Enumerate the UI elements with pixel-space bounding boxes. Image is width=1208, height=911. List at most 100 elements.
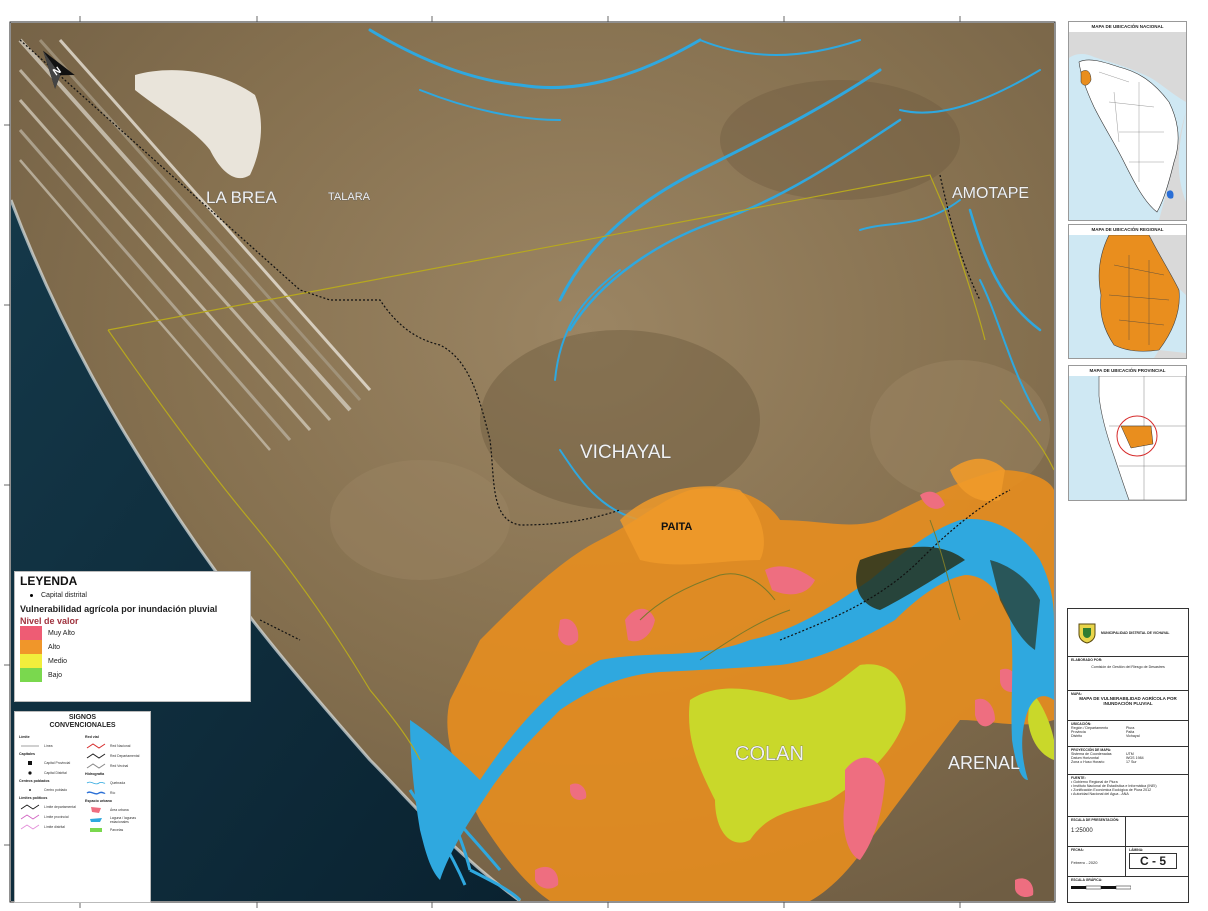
map-area[interactable]: N LA BREA TALARA AMOTAPE VICHAYAL PAITA … — [11, 23, 1054, 901]
fecha-lamina-row: FECHA: Febrero - 2020 LÁMINA: C - 5 — [1068, 847, 1188, 877]
grid-ticks — [4, 16, 961, 908]
titleblock-row-key: Provincia — [1071, 730, 1086, 734]
municipal-shield-icon — [1078, 623, 1096, 644]
titleblock-row-key: Sistema de Coordenadas — [1071, 752, 1112, 756]
fecha-label: FECHA: — [1071, 848, 1084, 852]
proyeccion-section: PROYECCIÓN DE MAPA: Sistema de Coordenad… — [1068, 747, 1188, 775]
legend-level-row: Alto — [20, 640, 245, 654]
roads — [19, 39, 1011, 641]
place-colan: COLAN — [735, 743, 804, 765]
titleblock-row-key: Región / Departamento — [1071, 726, 1109, 730]
legend-level-label: Bajo — [48, 671, 63, 679]
signs-item: Red Nacional — [85, 741, 149, 751]
fuente-rows: • Gobierno Regional de Piura• Instituto … — [1071, 780, 1185, 796]
mapa-title: MAPA DE VULNERABILIDAD AGRÍCOLA POR INUN… — [1079, 696, 1177, 706]
lamina-box: C - 5 — [1129, 853, 1177, 869]
place-vichayal: VICHAYAL — [580, 442, 671, 463]
legend-capital-label: Capital distrital — [41, 591, 87, 599]
inset-provincial-map — [1069, 375, 1187, 501]
elaborado-section: ELABORADO POR: Comisión de Gestión del R… — [1068, 657, 1188, 691]
notes-cell — [1126, 817, 1188, 846]
sign-symbol-icon — [85, 779, 107, 787]
inset-nacional: MAPA DE UBICACIÓN NACIONAL — [1068, 21, 1187, 221]
legend-level-row: Muy Alto — [20, 626, 245, 640]
fecha-cell: FECHA: Febrero - 2020 — [1068, 847, 1126, 876]
ubicacion-label: UBICACIÓN: — [1071, 722, 1092, 726]
titleblock-row-key: Datum Horizontal — [1071, 756, 1099, 760]
legend-capital-row: Capital distrital — [20, 588, 245, 602]
titleblock-row-key: Distrito — [1071, 734, 1083, 738]
inset-nacional-map — [1069, 32, 1186, 220]
escala-value: 1:25000 — [1071, 828, 1093, 834]
sign-symbol-icon — [85, 752, 107, 760]
signs-group-title: Centros poblados — [19, 779, 50, 783]
legend-level-row: Medio — [20, 654, 245, 668]
legend-level-label: Muy Alto — [48, 629, 75, 637]
fuente-section: FUENTE: • Gobierno Regional de Piura• In… — [1068, 775, 1188, 817]
escala-grafica-label: ESCALA GRÁFICA: — [1071, 878, 1103, 882]
signs-item: Línea — [19, 741, 83, 751]
signs-item: Red Vecinal — [85, 761, 149, 771]
legend-title: LEYENDA — [20, 574, 78, 588]
signs-item-label: Red Departamental — [110, 754, 140, 758]
lamina-cell: LÁMINA: C - 5 — [1126, 847, 1188, 876]
signs-item: Límite departamental — [19, 802, 83, 812]
signs-item-label: Laguna / lagunas estacionales — [110, 816, 137, 824]
fuente-item: • Gobierno Regional de Piura — [1071, 780, 1118, 784]
north-arrow-icon: N — [43, 50, 75, 89]
coastal-ridges — [18, 38, 372, 451]
inset-regional-title: MAPA DE UBICACIÓN REGIONAL — [1091, 227, 1164, 232]
inset-nacional-title: MAPA DE UBICACIÓN NACIONAL — [1091, 24, 1164, 29]
signs-item-label: Red Vecinal — [110, 764, 129, 768]
signs-group-title: Espacio urbano — [85, 799, 112, 803]
mapa-label: MAPA: — [1071, 692, 1082, 696]
place-la-brea: LA BREA — [206, 188, 278, 207]
escala-row: ESCALA DE PRESENTACIÓN: 1:25000 — [1068, 817, 1188, 847]
inset-provincial: MAPA DE UBICACIÓN PROVINCIAL — [1068, 365, 1187, 501]
lamina-label: LÁMINA: — [1129, 848, 1144, 852]
signs-title-line1: SIGNOS — [68, 714, 97, 721]
fecha-value: Febrero - 2020 — [1071, 860, 1098, 865]
signs-item: Capital Provincial — [19, 758, 83, 768]
titleblock-row-value: Piura — [1126, 726, 1135, 730]
map-legend: LEYENDA Capital distrital Vulnerabilidad… — [14, 571, 251, 702]
lamina-value: C - 5 — [1139, 854, 1166, 868]
inset-provincial-title: MAPA DE UBICACIÓN PROVINCIAL — [1089, 368, 1166, 373]
sign-symbol-icon — [19, 823, 41, 831]
title-block: MUNICIPALIDAD DISTRITAL DE VICHAYAL ELAB… — [1067, 608, 1189, 903]
escala-label: ESCALA DE PRESENTACIÓN: — [1071, 818, 1120, 822]
elaborado-label: ELABORADO POR: — [1071, 658, 1103, 662]
signs-item: Límite distrital — [19, 822, 83, 832]
legend-subtitle: Vulnerabilidad agrícola por inundación p… — [20, 604, 218, 614]
legend-level-row: Bajo — [20, 668, 245, 682]
signs-item-label: Capital Distrital — [44, 771, 67, 775]
river-chira — [410, 519, 1054, 880]
signs-title-line2: CONVENCIONALES — [49, 722, 116, 729]
river-delta — [408, 759, 522, 901]
zone-medio — [689, 664, 906, 843]
sign-symbol-icon — [85, 762, 107, 770]
legend-level-title: Nivel de valor — [20, 616, 79, 626]
fuente-label: FUENTE: — [1071, 776, 1086, 780]
signs-item: Quebrada — [85, 778, 149, 788]
sign-symbol-icon — [19, 742, 41, 750]
escala-grafica-section: ESCALA GRÁFICA: — [1068, 877, 1188, 893]
titleblock-row-key: Zona o Huso Horario — [1071, 760, 1105, 764]
capital-dot-icon — [30, 593, 33, 597]
signs-item-label: Red Nacional — [110, 744, 131, 748]
signs-item-label: Límite distrital — [44, 825, 65, 829]
fuente-item: • Zonificación Económica Ecológica de Pi… — [1071, 788, 1152, 792]
signs-group-title: Hidrografía — [85, 772, 105, 776]
signs-group-title: Límites políticos — [19, 796, 48, 800]
signs-item-label: Quebrada — [110, 781, 126, 785]
sign-symbol-icon — [85, 789, 107, 797]
